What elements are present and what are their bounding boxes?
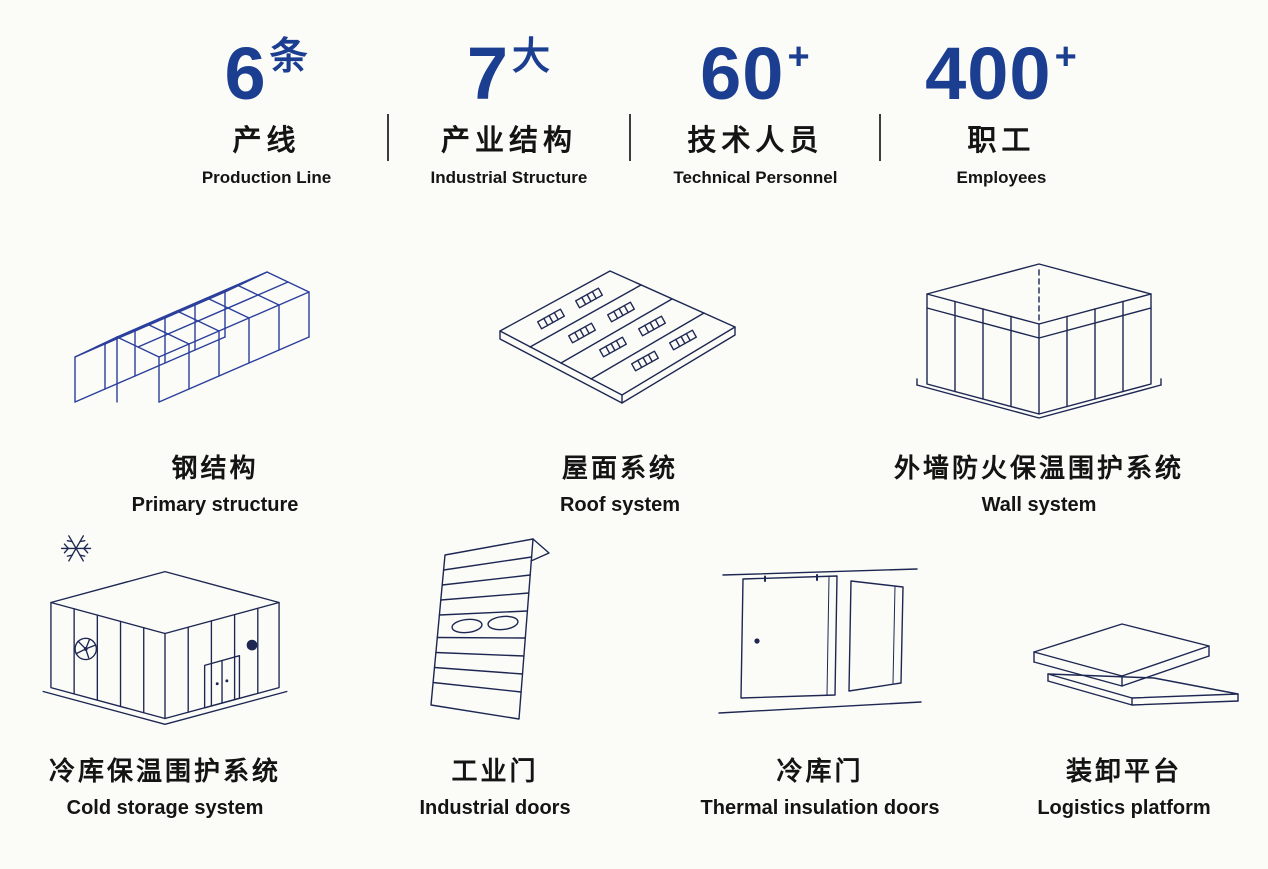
product-insulation-door: 冷库门 Thermal insulation doors	[660, 523, 980, 820]
wall-system-icon	[916, 263, 1162, 420]
steel-structure-art	[65, 214, 365, 432]
stat-industrial-structure: 7大 产业结构 Industrial Structure	[389, 36, 630, 188]
product-label-zh: 冷库保温围护系统	[48, 756, 281, 787]
stat-divider	[879, 114, 882, 161]
snowflake-icon	[60, 535, 92, 563]
product-loading-platform: 装卸平台 Logistics platform	[980, 523, 1268, 820]
stat-label-zh: 产线	[232, 125, 301, 158]
insulation-door-art	[705, 523, 935, 735]
cold-storage-art	[20, 523, 310, 735]
product-label-zh: 钢结构	[171, 453, 259, 484]
product-label-zh: 工业门	[451, 756, 539, 787]
stat-number: 60+	[673, 36, 837, 111]
product-steel-structure: 钢结构 Primary structure	[0, 214, 430, 517]
roof-system-art	[470, 214, 770, 432]
product-label-en: Industrial doors	[419, 797, 571, 820]
stat-label-en: Production Line	[201, 168, 332, 188]
stat-number: 400+	[923, 36, 1079, 111]
product-label-zh: 屋面系统	[561, 453, 678, 484]
product-roof-system: 屋面系统 Roof system	[430, 214, 810, 517]
double-door	[203, 655, 241, 710]
roof-system-icon	[499, 270, 736, 405]
product-label-en: Primary structure	[131, 494, 299, 517]
product-label-en: Wall system	[981, 494, 1097, 517]
product-cold-storage: 冷库保温围护系统 Cold storage system	[0, 523, 330, 820]
door-handle	[754, 638, 760, 645]
stats-row: 6条 产线 Production Line 7大 产业结构 Industrial…	[0, 0, 1268, 188]
stat-label-zh: 职工	[967, 125, 1036, 158]
stat-value: 7	[466, 32, 510, 115]
stat-number: 7大	[431, 36, 588, 111]
products-row-1: 钢结构 Primary structure	[0, 214, 1268, 517]
product-wall-system: 外墙防火保温围护系统 Wall system	[810, 214, 1268, 517]
steel-structure-icon	[74, 271, 310, 404]
stat-label-en: Technical Personnel	[673, 168, 838, 188]
insulation-door-icon	[718, 568, 922, 715]
loading-platform-art	[1004, 523, 1244, 735]
stat-unit: 条	[269, 36, 309, 78]
stat-divider	[629, 114, 632, 161]
product-label-en: Thermal insulation doors	[700, 797, 940, 820]
products-row-2: 冷库保温围护系统 Cold storage system	[0, 523, 1268, 820]
product-label-en: Roof system	[559, 494, 681, 517]
stat-number: 6条	[189, 36, 345, 111]
industrial-door-icon	[429, 538, 550, 721]
product-label-zh: 外墙防火保温围护系统	[893, 453, 1184, 484]
stat-employees: 400+ 职工 Employees	[881, 36, 1121, 188]
vent-icon	[246, 640, 258, 651]
stat-value: 60	[700, 32, 785, 115]
stat-label-en: Industrial Structure	[430, 168, 588, 188]
stat-unit: +	[1054, 36, 1078, 78]
cold-storage-icon	[42, 535, 288, 726]
stat-value: 6	[224, 32, 267, 115]
stat-unit: 大	[512, 36, 552, 78]
stat-unit: +	[787, 36, 811, 78]
stat-label-en: Employees	[956, 168, 1047, 188]
fan-icon	[74, 638, 98, 661]
stat-label-zh: 产业结构	[440, 125, 577, 158]
product-label-zh: 冷库门	[776, 756, 864, 787]
stat-production-line: 6条 产线 Production Line	[147, 36, 387, 188]
stat-label-zh: 技术人员	[687, 125, 824, 158]
product-label-en: Cold storage system	[66, 797, 264, 820]
door-windows	[450, 616, 519, 634]
stat-value: 400	[925, 32, 1052, 115]
loading-platform-icon	[1033, 623, 1239, 707]
product-industrial-door: 工业门 Industrial doors	[330, 523, 660, 820]
stat-divider	[386, 114, 389, 161]
industrial-door-art	[403, 523, 588, 735]
wall-system-art	[889, 214, 1189, 432]
product-label-en: Logistics platform	[1037, 797, 1211, 820]
stat-technical-personnel: 60+ 技术人员 Technical Personnel	[631, 36, 879, 188]
product-label-zh: 装卸平台	[1065, 756, 1182, 787]
